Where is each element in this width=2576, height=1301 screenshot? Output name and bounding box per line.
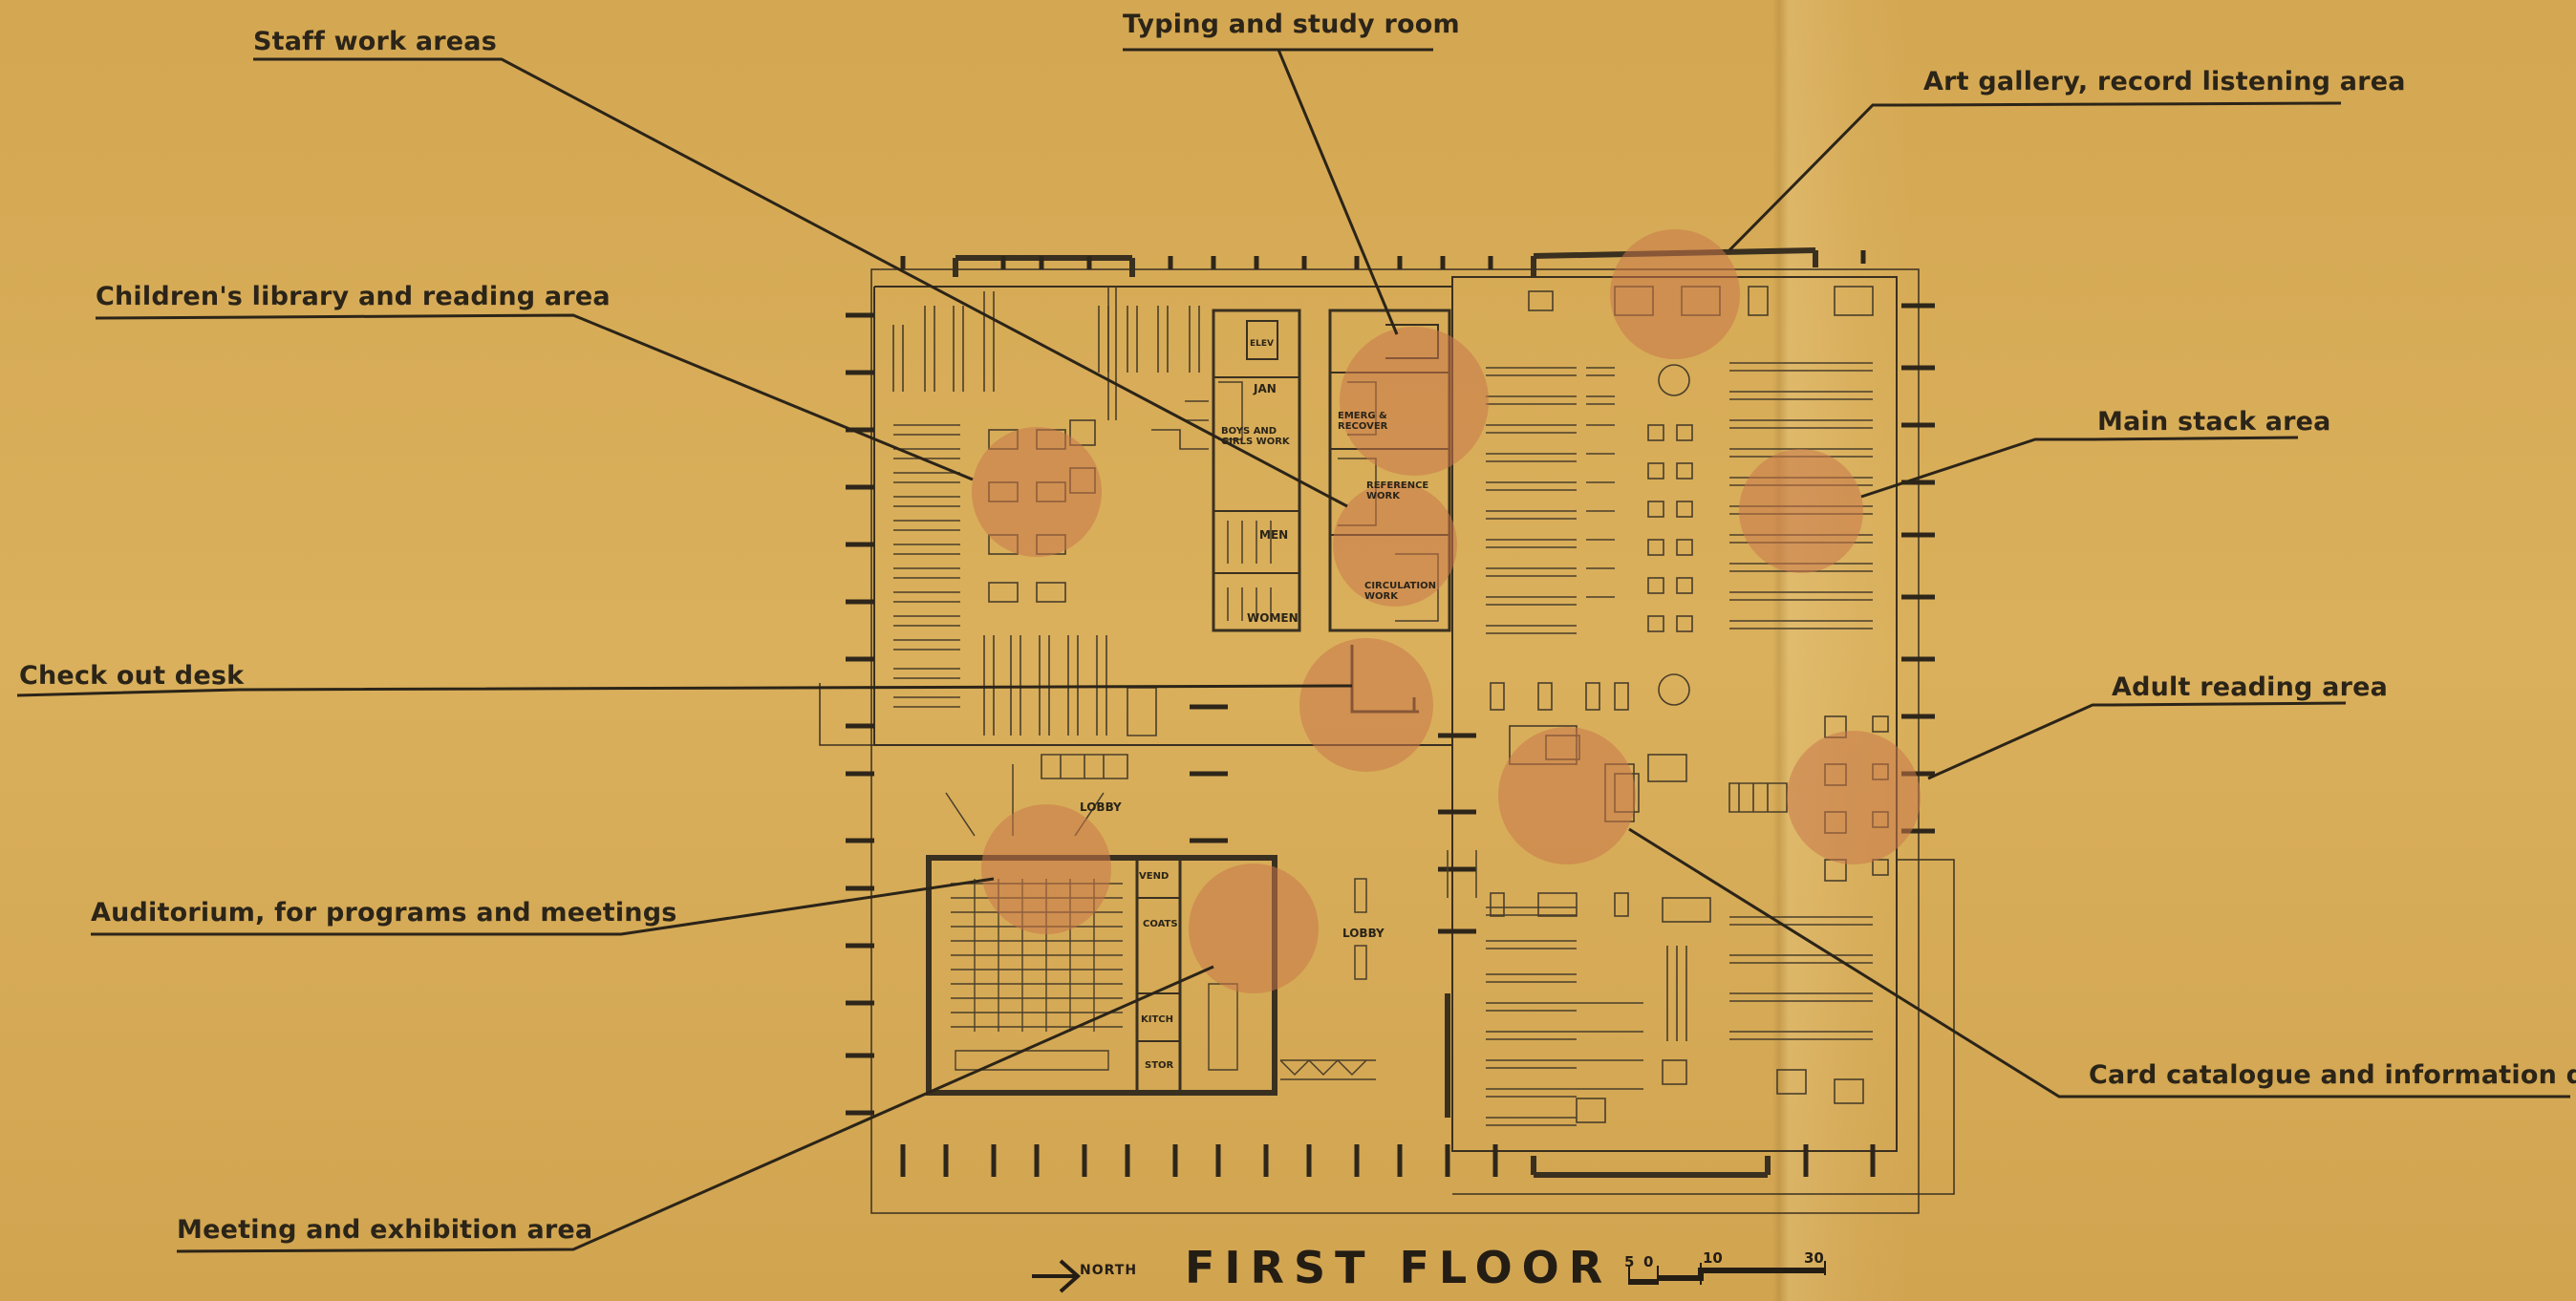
leader-art-underline xyxy=(1900,101,2342,107)
room-reference-work: REFERENCE WORK xyxy=(1366,480,1429,501)
room-elev: ELEV xyxy=(1250,339,1274,349)
label-card-catalogue: Card catalogue and information desk xyxy=(2089,1060,2576,1090)
label-check-out-desk: Check out desk xyxy=(19,661,245,691)
leader-auditorium xyxy=(91,877,995,936)
highlight-typing-room xyxy=(1340,327,1489,476)
room-lobby-right: LOBBY xyxy=(1342,927,1385,940)
label-auditorium: Auditorium, for programs and meetings xyxy=(91,898,677,928)
north-arrow-head xyxy=(1059,1259,1082,1293)
scale-label-30: 30 xyxy=(1804,1249,1824,1267)
room-kitch: KITCH xyxy=(1141,1014,1173,1025)
room-women: WOMEN xyxy=(1247,611,1299,625)
highlight-adult-reading xyxy=(1787,731,1921,864)
scale-label-5: 5 xyxy=(1624,1253,1635,1270)
room-jan: JAN xyxy=(1254,382,1277,395)
leader-main-stack-underline xyxy=(2092,436,2299,441)
room-emerg-recover: EMERG & RECOVER xyxy=(1338,411,1388,432)
room-men: MEN xyxy=(1259,528,1289,542)
scale-label-10: 10 xyxy=(1703,1249,1723,1267)
leader-main-stack xyxy=(1860,437,2093,499)
label-childrens-library: Children's library and reading area xyxy=(96,282,611,311)
room-lobby-top: LOBBY xyxy=(1080,800,1122,814)
leader-typing xyxy=(1277,49,1399,335)
leader-childrens xyxy=(95,313,974,481)
leader-staff-work xyxy=(253,57,1348,508)
floor-title: FIRST FLOOR xyxy=(1185,1242,1613,1293)
highlight-childrens-library xyxy=(972,427,1102,557)
highlight-check-out-desk xyxy=(1299,638,1433,772)
leader-check-out xyxy=(16,684,1353,697)
leader-adult xyxy=(1927,703,2112,780)
leader-meeting xyxy=(176,965,1214,1253)
label-adult-reading-area: Adult reading area xyxy=(2112,672,2389,702)
leader-card xyxy=(1628,827,2086,1098)
north-label: NORTH xyxy=(1080,1263,1138,1278)
label-meeting-exhibition: Meeting and exhibition area xyxy=(177,1215,593,1245)
room-stor: STOR xyxy=(1145,1060,1174,1071)
label-staff-work-areas: Staff work areas xyxy=(253,27,497,56)
label-main-stack-area: Main stack area xyxy=(2097,407,2331,437)
room-vend: VEND xyxy=(1139,871,1170,882)
label-art-gallery: Art gallery, record listening area xyxy=(1923,67,2406,96)
room-coats: COATS xyxy=(1143,919,1178,929)
leader-art xyxy=(1728,103,1901,252)
highlight-main-stack xyxy=(1739,449,1863,573)
site-outline xyxy=(870,268,1920,1214)
highlight-auditorium xyxy=(981,804,1111,934)
highlight-staff-work xyxy=(1333,482,1457,607)
room-circulation-work: CIRCULATION WORK xyxy=(1364,581,1436,602)
highlight-card-catalogue xyxy=(1498,727,1636,864)
highlight-art-gallery xyxy=(1610,229,1740,359)
highlight-meeting-area xyxy=(1189,864,1319,993)
room-boys-girls-work: BOYS AND GIRLS WORK xyxy=(1221,426,1290,447)
label-typing-study-room: Typing and study room xyxy=(1123,10,1460,39)
leader-adult-underline xyxy=(2111,701,2347,707)
scale-label-0: 0 xyxy=(1643,1253,1654,1270)
